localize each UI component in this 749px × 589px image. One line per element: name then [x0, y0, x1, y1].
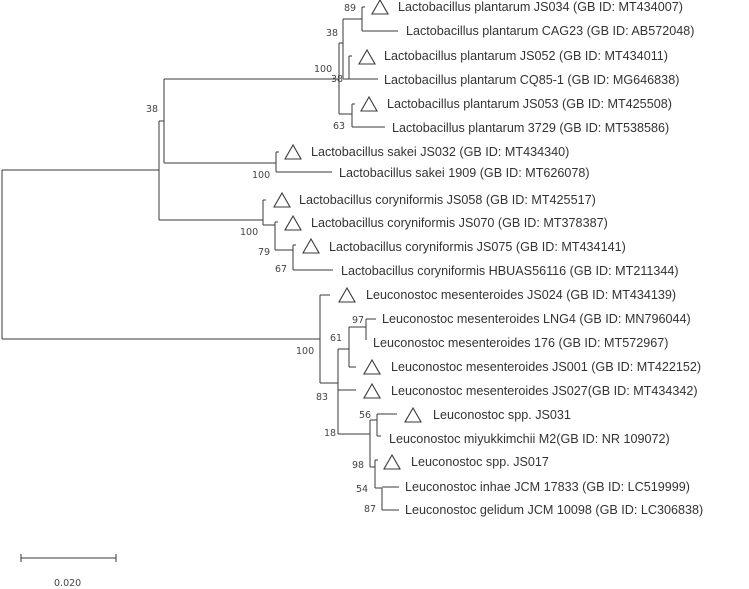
leaf-label: Lactobacillus plantarum JS053 (GB ID: MT… [387, 97, 672, 111]
leaf-label: Lactobacillus coryniformis JS070 (GB ID:… [311, 216, 608, 230]
bootstrap-value: 38 [326, 28, 339, 39]
triangle-icon [284, 143, 302, 160]
tree-branches [1, 6, 399, 511]
bootstrap-value: 100 [314, 64, 333, 75]
triangle-icon [273, 191, 291, 208]
leaf-label: Leuconostoc mesenteroides 176 (GB ID: MT… [373, 336, 669, 350]
bootstrap-value: 38 [146, 104, 159, 115]
leaf-label: Leuconostoc mesenteroides JS027(GB ID: M… [391, 384, 698, 398]
leaf-label: Lactobacillus sakei JS032 (GB ID: MT4343… [311, 145, 570, 159]
bootstrap-value: 97 [352, 315, 365, 326]
leaf-label: Lactobacillus coryniformis HBUAS56116 (G… [341, 264, 679, 278]
bootstrap-value: 79 [258, 247, 271, 258]
bootstrap-value: 38 [331, 74, 344, 85]
bootstrap-value: 61 [330, 333, 343, 344]
bootstrap-value: 56 [359, 410, 372, 421]
leaf-label: Leuconostoc spp. JS031 [433, 408, 571, 422]
triangle-icon [371, 0, 389, 15]
leaf-label: Lactobacillus plantarum CQ85-1 (GB ID: M… [384, 73, 680, 87]
bootstrap-value: 100 [240, 227, 259, 238]
scale-bar-label: 0.020 [54, 578, 82, 589]
triangle-markers [273, 0, 422, 470]
triangle-icon [383, 453, 401, 470]
bootstrap-value: 83 [316, 392, 329, 403]
bootstrap-value: 98 [352, 460, 365, 471]
leaf-label: Leuconostoc mesenteroides JS001 (GB ID: … [391, 360, 702, 374]
leaf-label: Lactobacillus plantarum JS052 (GB ID: MT… [384, 49, 668, 63]
leaf-label: Leuconostoc spp. JS017 [411, 455, 549, 469]
triangle-icon [284, 214, 302, 231]
leaf-label: Leuconostoc gelidum JCM 10098 (GB ID: LC… [405, 503, 704, 517]
bootstrap-value: 63 [333, 121, 346, 132]
leaf-label: Lactobacillus sakei 1909 (GB ID: MT62607… [339, 166, 590, 180]
triangle-icon [358, 48, 376, 65]
triangle-icon [404, 406, 422, 423]
bootstrap-value: 89 [344, 3, 357, 14]
bootstrap-value: 67 [275, 264, 288, 275]
leaf-label: Leuconostoc mesenteroides JS024 (GB ID: … [366, 288, 677, 302]
bootstrap-value: 100 [252, 170, 271, 181]
bootstrap-value: 100 [296, 346, 315, 357]
leaf-label: Lactobacillus coryniformis JS075 (GB ID:… [329, 240, 626, 254]
triangle-icon [360, 95, 378, 112]
leaf-label: Leuconostoc inhae JCM 17833 (GB ID: LC51… [405, 480, 690, 494]
triangle-icon [302, 237, 320, 254]
leaf-label: Leuconostoc mesenteroides LNG4 (GB ID: M… [382, 312, 691, 326]
triangle-icon [363, 358, 381, 375]
leaf-label: Lactobacillus coryniformis JS058 (GB ID:… [299, 193, 596, 207]
triangle-icon [363, 382, 381, 399]
bootstrap-value: 18 [324, 428, 337, 439]
leaf-label: Lactobacillus plantarum JS034 (GB ID: MT… [398, 0, 683, 14]
leaf-label: Lactobacillus plantarum CAG23 (GB ID: AB… [406, 24, 695, 38]
bootstrap-value: 87 [364, 504, 377, 515]
triangle-icon [338, 286, 356, 303]
leaf-label: Lactobacillus plantarum 3729 (GB ID: MT5… [392, 121, 670, 135]
leaf-label: Leuconostoc miyukkimchii M2(GB ID: NR 10… [389, 432, 670, 446]
scale-bar [20, 554, 117, 562]
bootstrap-value: 54 [356, 484, 369, 495]
